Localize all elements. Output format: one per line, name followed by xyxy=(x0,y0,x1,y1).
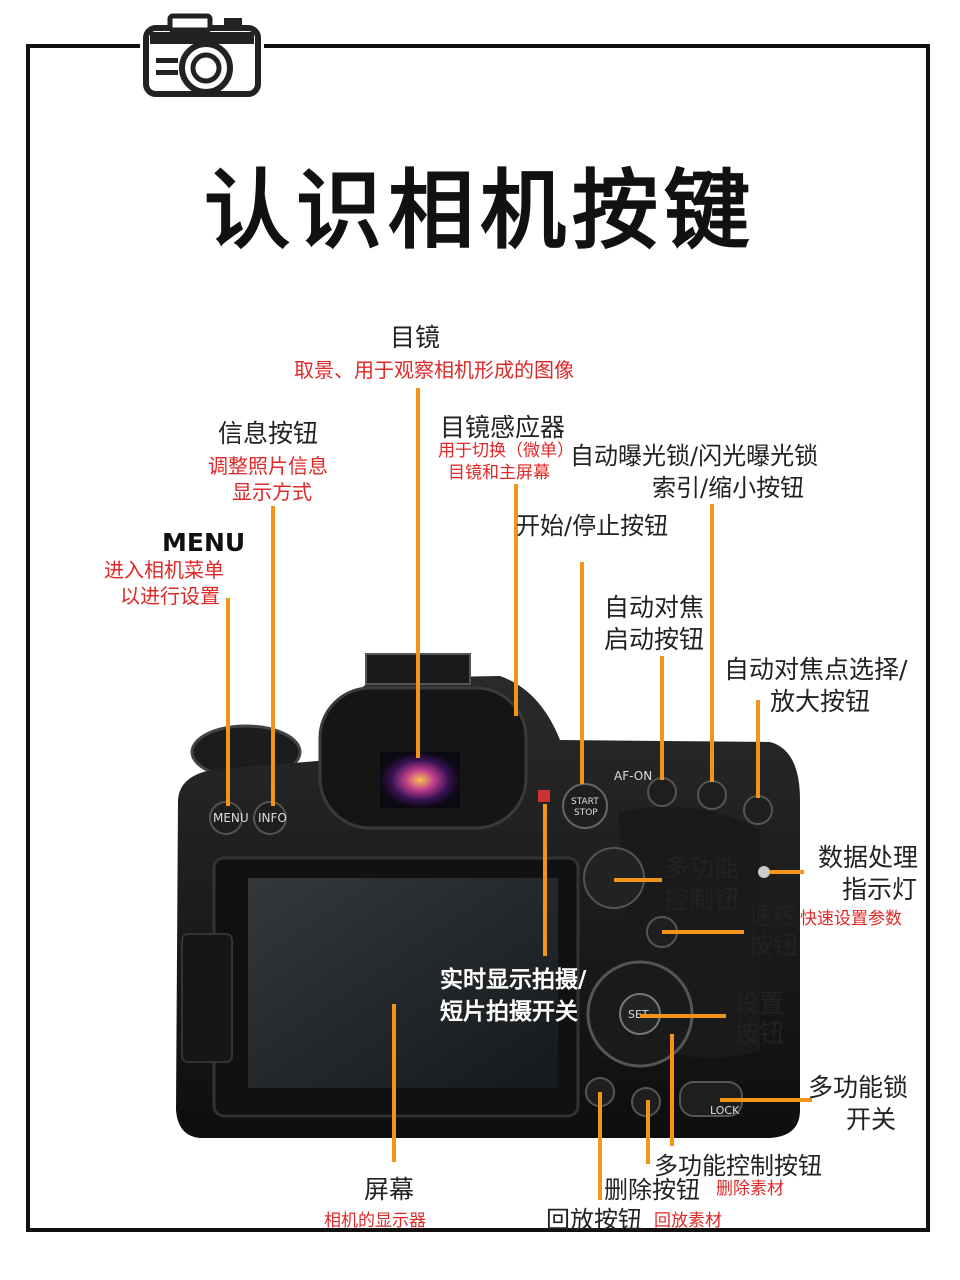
viewfinder-desc: 取景、用于观察相机形成的图像 xyxy=(294,358,574,382)
data-lamp-label-2: 指示灯 xyxy=(842,875,918,904)
viewfinder-label: 目镜 xyxy=(390,323,441,352)
delete-desc: 删除素材 xyxy=(716,1179,784,1199)
quick-control-label-1: 速控 xyxy=(748,901,799,930)
af-on-mark: AF-ON xyxy=(614,769,652,783)
ae-lock-label-1: 自动曝光锁/闪光曝光锁 xyxy=(570,442,819,470)
menu-desc-2: 以进行设置 xyxy=(120,584,220,608)
info-button-label: 信息按钮 xyxy=(218,419,319,448)
start-stop-label: 开始/停止按钮 xyxy=(516,512,669,540)
info-mark: INFO xyxy=(258,811,287,825)
menu-leader xyxy=(226,598,230,806)
viewfinder-leader xyxy=(416,388,420,758)
stop-mark: STOP xyxy=(574,808,598,818)
quick-control-label-2: 按钮 xyxy=(748,931,799,960)
delete-leader xyxy=(646,1100,650,1164)
af-point-label-2: 放大按钮 xyxy=(770,687,871,716)
multi-controller-leader xyxy=(614,878,662,882)
multi-lock-label-1: 多功能锁 xyxy=(808,1073,909,1102)
info-button-desc-2: 显示方式 xyxy=(232,480,312,504)
info-button-desc-1: 调整照片信息 xyxy=(208,454,328,478)
multi-lock-label-2: 开关 xyxy=(846,1105,897,1134)
playback-leader xyxy=(598,1092,602,1200)
delete-label: 删除按钮 xyxy=(604,1176,700,1204)
set-button-label-2: 按钮 xyxy=(734,1019,785,1048)
lock-mark: LOCK xyxy=(710,1104,740,1117)
playback-label: 回放按钮 xyxy=(546,1206,642,1234)
eye-sensor-label: 目镜感应器 xyxy=(440,413,566,442)
dial-leader xyxy=(670,1034,674,1146)
af-point-leader xyxy=(756,700,760,798)
af-point-label-1: 自动对焦点选择/ xyxy=(724,655,908,684)
multi-lock-leader xyxy=(720,1098,812,1102)
eye-sensor-desc-1: 用于切换（微单） xyxy=(438,441,574,461)
screen-label: 屏幕 xyxy=(364,1175,415,1204)
border-frame xyxy=(26,44,930,1232)
multi-controller-label-2: 控制钮 xyxy=(664,885,740,914)
start-stop-leader xyxy=(580,562,584,784)
data-lamp-label-1: 数据处理 xyxy=(818,843,919,872)
eye-sensor-desc-2: 目镜和主屏幕 xyxy=(448,463,550,483)
data-lamp-leader xyxy=(770,870,804,874)
menu-desc-1: 进入相机菜单 xyxy=(104,558,224,582)
set-button-label-1: 设置 xyxy=(734,989,785,1018)
camera-icon xyxy=(140,12,264,98)
menu-label: MENU xyxy=(162,528,246,557)
screen-desc: 相机的显示器 xyxy=(324,1211,426,1231)
screen-leader xyxy=(392,1004,396,1162)
multi-controller-label-1: 多功能 xyxy=(664,853,740,882)
eye-sensor-leader xyxy=(514,484,518,716)
menu-mark: MENU xyxy=(213,811,249,825)
af-start-leader xyxy=(660,656,664,780)
set-leader xyxy=(640,1014,726,1018)
live-view-leader xyxy=(543,804,547,956)
ae-lock-label-2: 索引/缩小按钮 xyxy=(652,474,805,502)
live-view-label-1: 实时显示拍摄/ xyxy=(440,967,587,993)
af-start-label-1: 自动对焦 xyxy=(604,593,705,622)
page-title: 认识相机按键 xyxy=(204,161,756,261)
quick-control-desc: 快速设置参数 xyxy=(800,909,902,929)
live-view-label-2: 短片拍摄开关 xyxy=(440,999,578,1025)
ae-lock-leader xyxy=(710,504,714,782)
quick-control-leader xyxy=(662,930,744,934)
af-start-label-2: 启动按钮 xyxy=(604,625,705,654)
start-mark: START xyxy=(571,797,599,807)
info-leader xyxy=(271,506,275,806)
multi-control-dial-label: 多功能控制按钮 xyxy=(654,1152,822,1180)
playback-desc: 回放素材 xyxy=(654,1211,722,1231)
